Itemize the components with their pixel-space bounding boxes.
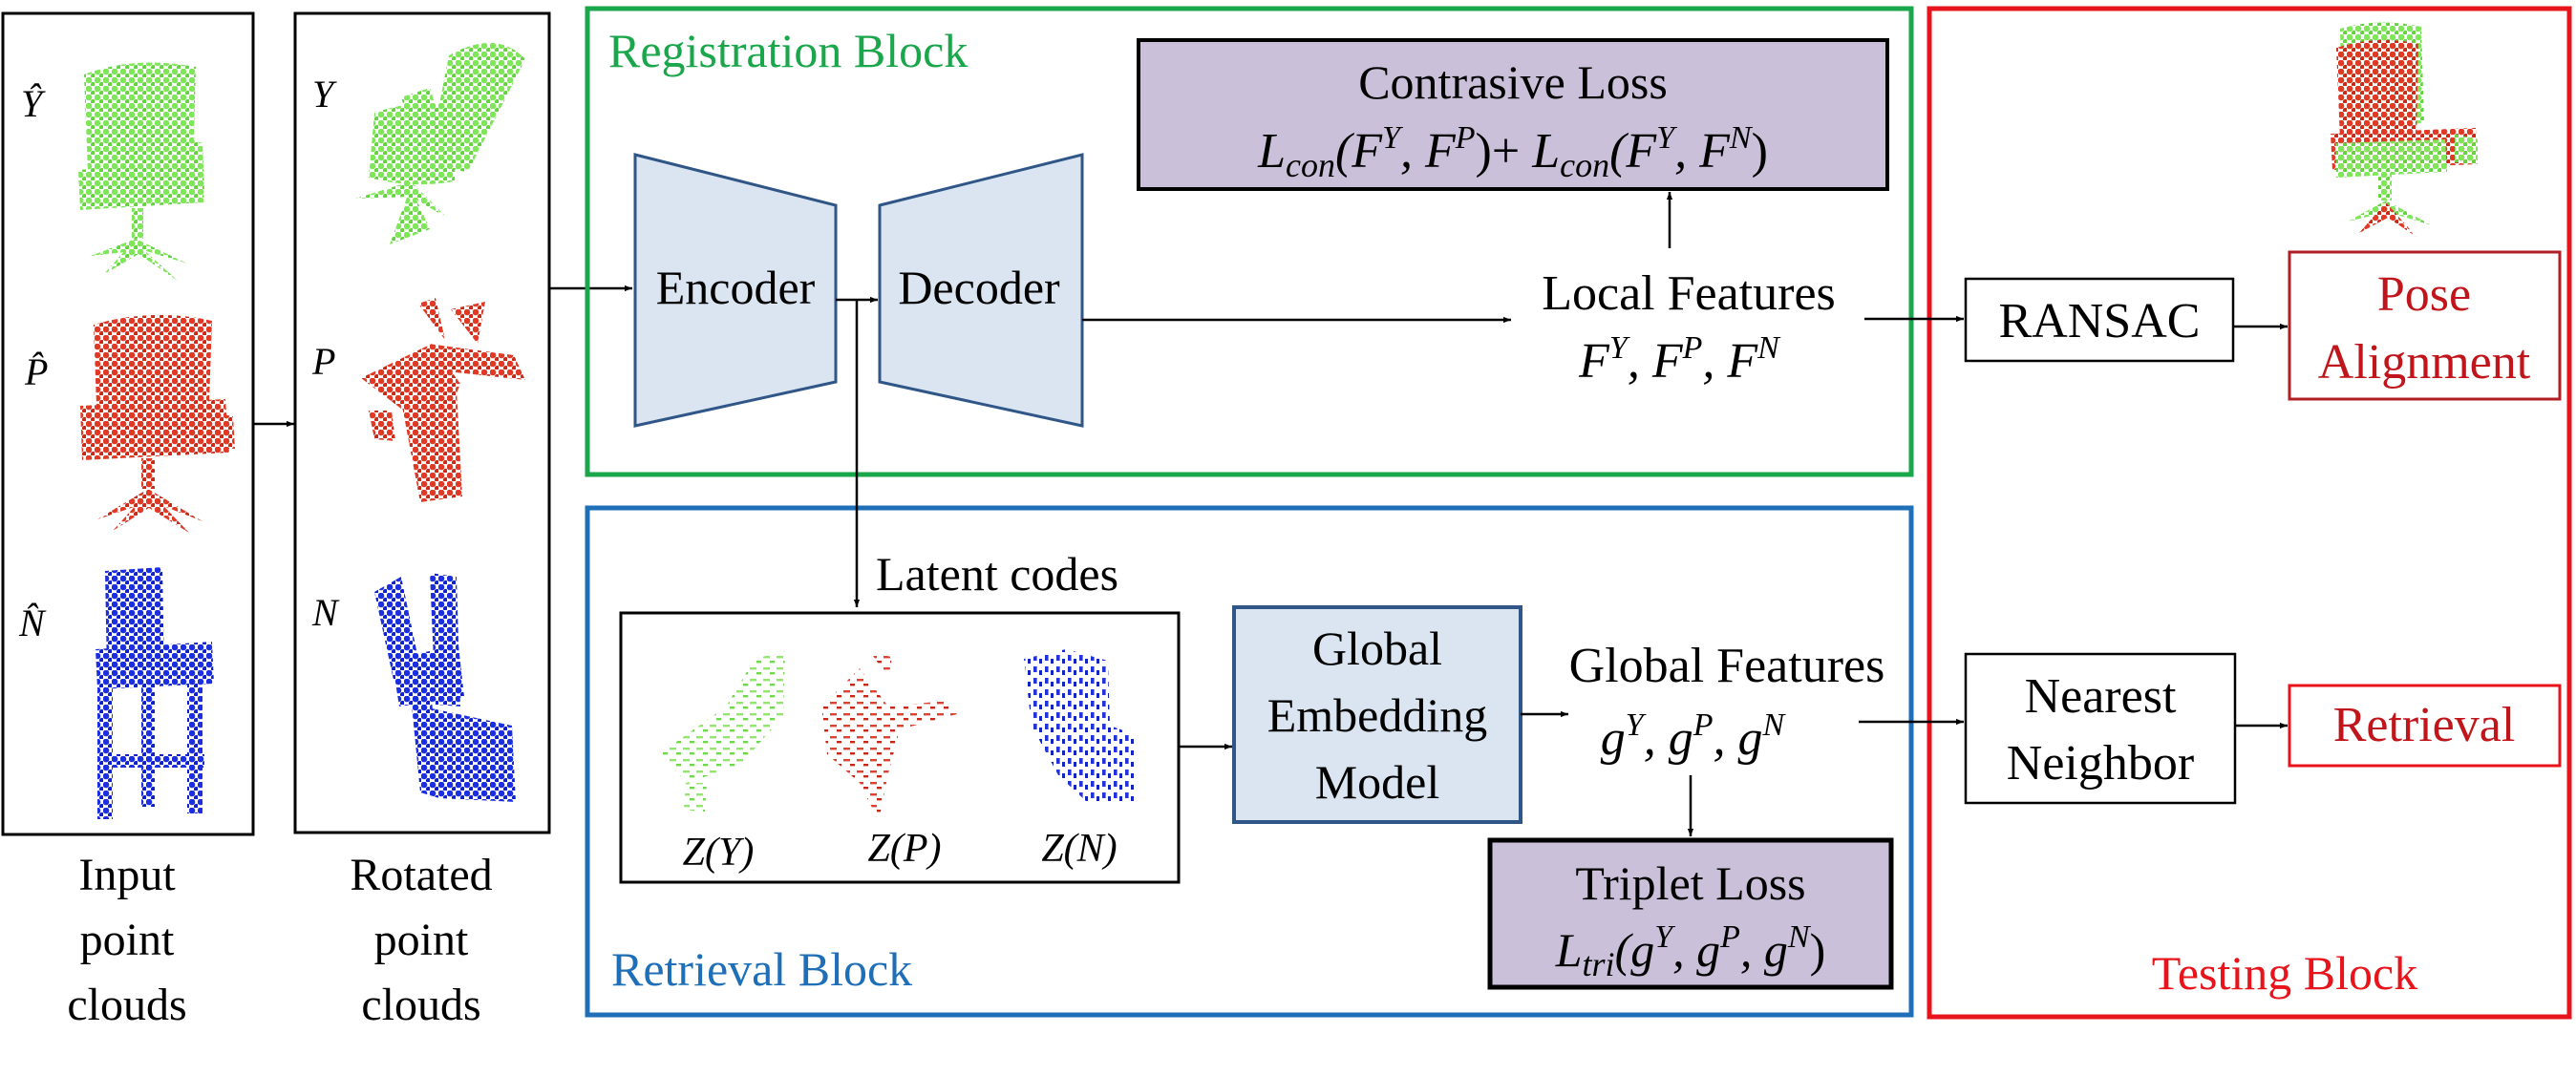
latent-label-zy: Z(Y) [683, 831, 755, 875]
nearest-neighbor-line-2: Neighbor [2007, 736, 2194, 791]
input-caption-2: point [80, 915, 175, 965]
latent-code-green [659, 651, 785, 812]
aligned-chairs [2331, 22, 2478, 237]
triplet-loss-box [1487, 837, 1894, 990]
pose-alignment-box [2288, 250, 2562, 401]
contrastive-loss-formula: Lcon(FY, FP)+ Lcon(FY, FN) [1257, 120, 1768, 184]
retrieval-block: Retrieval Block Latent codes Z(Y) Z(P) Z… [585, 300, 1914, 1018]
rotated-caption-1: Rotated [350, 850, 492, 900]
rotated-panel-frame [293, 11, 551, 834]
rotated-chair-green [355, 42, 525, 244]
rotated-label-p: P [311, 340, 335, 383]
registration-block-title: Registration Block [608, 24, 968, 77]
registration-block: Registration Block Encoder Decoder Contr… [585, 6, 1914, 477]
input-chair-green [78, 62, 204, 281]
registration-block-frame [585, 6, 1914, 477]
input-caption-3: clouds [67, 980, 186, 1030]
rotated-panel: Y P N Rotated point clouds [293, 11, 551, 1030]
retrieval-result-label: Retrieval [2333, 698, 2516, 752]
rotated-chair-blue [374, 573, 516, 802]
testing-block: Testing Block RANSAC Pose Alignment Near… [1859, 6, 2572, 1020]
local-features-vars: FY, FP, FN [1578, 330, 1781, 389]
rotated-chair-red [361, 298, 525, 502]
global-embedding-line-2: Embedding [1267, 688, 1488, 742]
retrieval-block-frame [585, 505, 1914, 1018]
rotated-caption-3: clouds [361, 980, 480, 1030]
encoder-label: Encoder [656, 261, 816, 314]
input-chair-red [80, 314, 235, 533]
pose-alignment-line-1: Pose [2377, 267, 2471, 322]
local-features-title: Local Features [1542, 266, 1836, 321]
triplet-loss-formula: Ltri(gY, gP, gN) [1555, 919, 1826, 983]
input-panel: Ŷ P̂ N̂ Input [1, 11, 255, 1030]
decoder-shape [878, 153, 1084, 428]
rotated-label-n: N [311, 591, 340, 634]
contrastive-loss-box [1137, 38, 1889, 191]
triplet-loss-title: Triplet Loss [1575, 856, 1805, 910]
input-chair-blue [96, 567, 214, 819]
encoder-shape [633, 153, 838, 428]
latent-code-red [821, 653, 957, 821]
retrieval-block-title: Retrieval Block [611, 942, 912, 996]
latent-label-zp: Z(P) [868, 827, 942, 871]
rotated-label-y: Y [312, 73, 337, 116]
global-embedding-line-3: Model [1315, 755, 1440, 809]
input-label-y-hat: Ŷ [21, 82, 46, 125]
input-caption-1: Input [78, 850, 176, 900]
global-features-vars: gY, gP, gN [1601, 707, 1787, 766]
contrastive-loss-title: Contrasive Loss [1358, 55, 1668, 109]
retrieval-result-box [2288, 684, 2562, 768]
testing-block-title: Testing Block [2152, 946, 2417, 1000]
pose-alignment-line-2: Alignment [2318, 335, 2531, 390]
testing-block-frame [1927, 6, 2572, 1020]
decoder-label: Decoder [898, 261, 1060, 314]
rotated-caption-2: point [374, 915, 469, 965]
nearest-neighbor-box [1964, 652, 2237, 805]
ransac-box [1964, 277, 2235, 363]
global-embedding-box [1232, 605, 1522, 824]
latent-label-zn: Z(N) [1041, 827, 1117, 871]
latent-code-blue [1024, 649, 1137, 802]
global-embedding-line-1: Global [1312, 622, 1442, 675]
input-label-p-hat: P̂ [24, 350, 48, 393]
ransac-label: RANSAC [1999, 294, 2201, 348]
input-label-n-hat: N̂ [18, 601, 47, 644]
latent-codes-title: Latent codes [876, 547, 1118, 601]
global-features-title: Global Features [1569, 639, 1885, 693]
nearest-neighbor-line-1: Nearest [2025, 669, 2177, 724]
